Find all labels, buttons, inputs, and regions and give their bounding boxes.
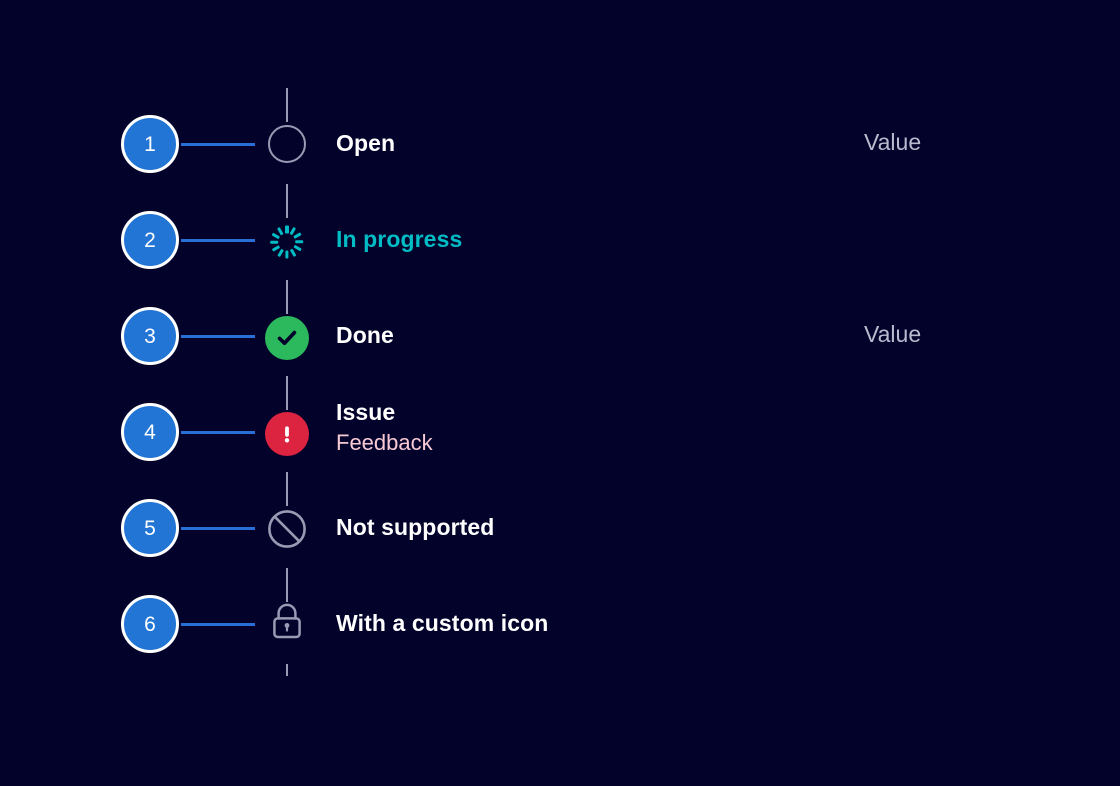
status-label: Open — [336, 130, 396, 156]
callout-badge-number: 5 — [144, 516, 156, 540]
callout-badge-1[interactable]: 1 — [121, 115, 179, 173]
status-label-block: With a custom icon — [336, 609, 548, 638]
status-label: In progress — [336, 226, 463, 252]
callout-badge-3[interactable]: 3 — [121, 307, 179, 365]
status-label-block: Done — [336, 321, 394, 350]
callout-badge-number: 3 — [144, 324, 156, 348]
status-value: Value — [864, 129, 922, 155]
status-label: Done — [336, 322, 394, 348]
callout-badge-number: 2 — [144, 228, 156, 252]
callout-leader-line — [181, 238, 255, 242]
callout-badge-number: 6 — [144, 612, 156, 636]
callout-leader-line — [181, 334, 255, 338]
callout-badge-number: 4 — [144, 420, 156, 444]
status-label: Not supported — [336, 514, 495, 540]
callout-leader-line — [181, 622, 255, 626]
status-label: With a custom icon — [336, 610, 549, 636]
callout-leader-line — [181, 142, 255, 146]
exclamation-circle-icon — [265, 412, 309, 456]
status-value: Value — [864, 321, 922, 347]
spinner-icon — [265, 220, 309, 264]
status-label-block: Open — [336, 129, 395, 158]
timeline-spine — [286, 88, 288, 676]
status-label: Issue — [336, 399, 396, 425]
status-icon-done — [263, 314, 311, 362]
callout-leader-line — [181, 430, 255, 434]
status-icon-issue — [263, 410, 311, 458]
circle-outline-icon — [268, 125, 306, 163]
callout-badge-2[interactable]: 2 — [121, 211, 179, 269]
status-icon-open — [263, 120, 311, 168]
status-icon-in-progress — [263, 218, 311, 266]
lock-icon — [273, 603, 301, 639]
callout-badge-5[interactable]: 5 — [121, 499, 179, 557]
callout-badge-number: 1 — [144, 132, 156, 156]
status-label-block: In progress — [336, 225, 462, 254]
callout-leader-line — [181, 526, 255, 530]
status-icon-not-supported — [263, 505, 311, 553]
status-label-block: Issue Feedback — [336, 398, 433, 457]
check-circle-icon — [265, 316, 309, 360]
status-icon-custom — [263, 599, 311, 647]
callout-badge-4[interactable]: 4 — [121, 403, 179, 461]
status-label-block: Not supported — [336, 513, 494, 542]
status-sublabel: Feedback — [336, 429, 433, 455]
callout-badge-6[interactable]: 6 — [121, 595, 179, 653]
no-entry-icon — [268, 510, 306, 548]
